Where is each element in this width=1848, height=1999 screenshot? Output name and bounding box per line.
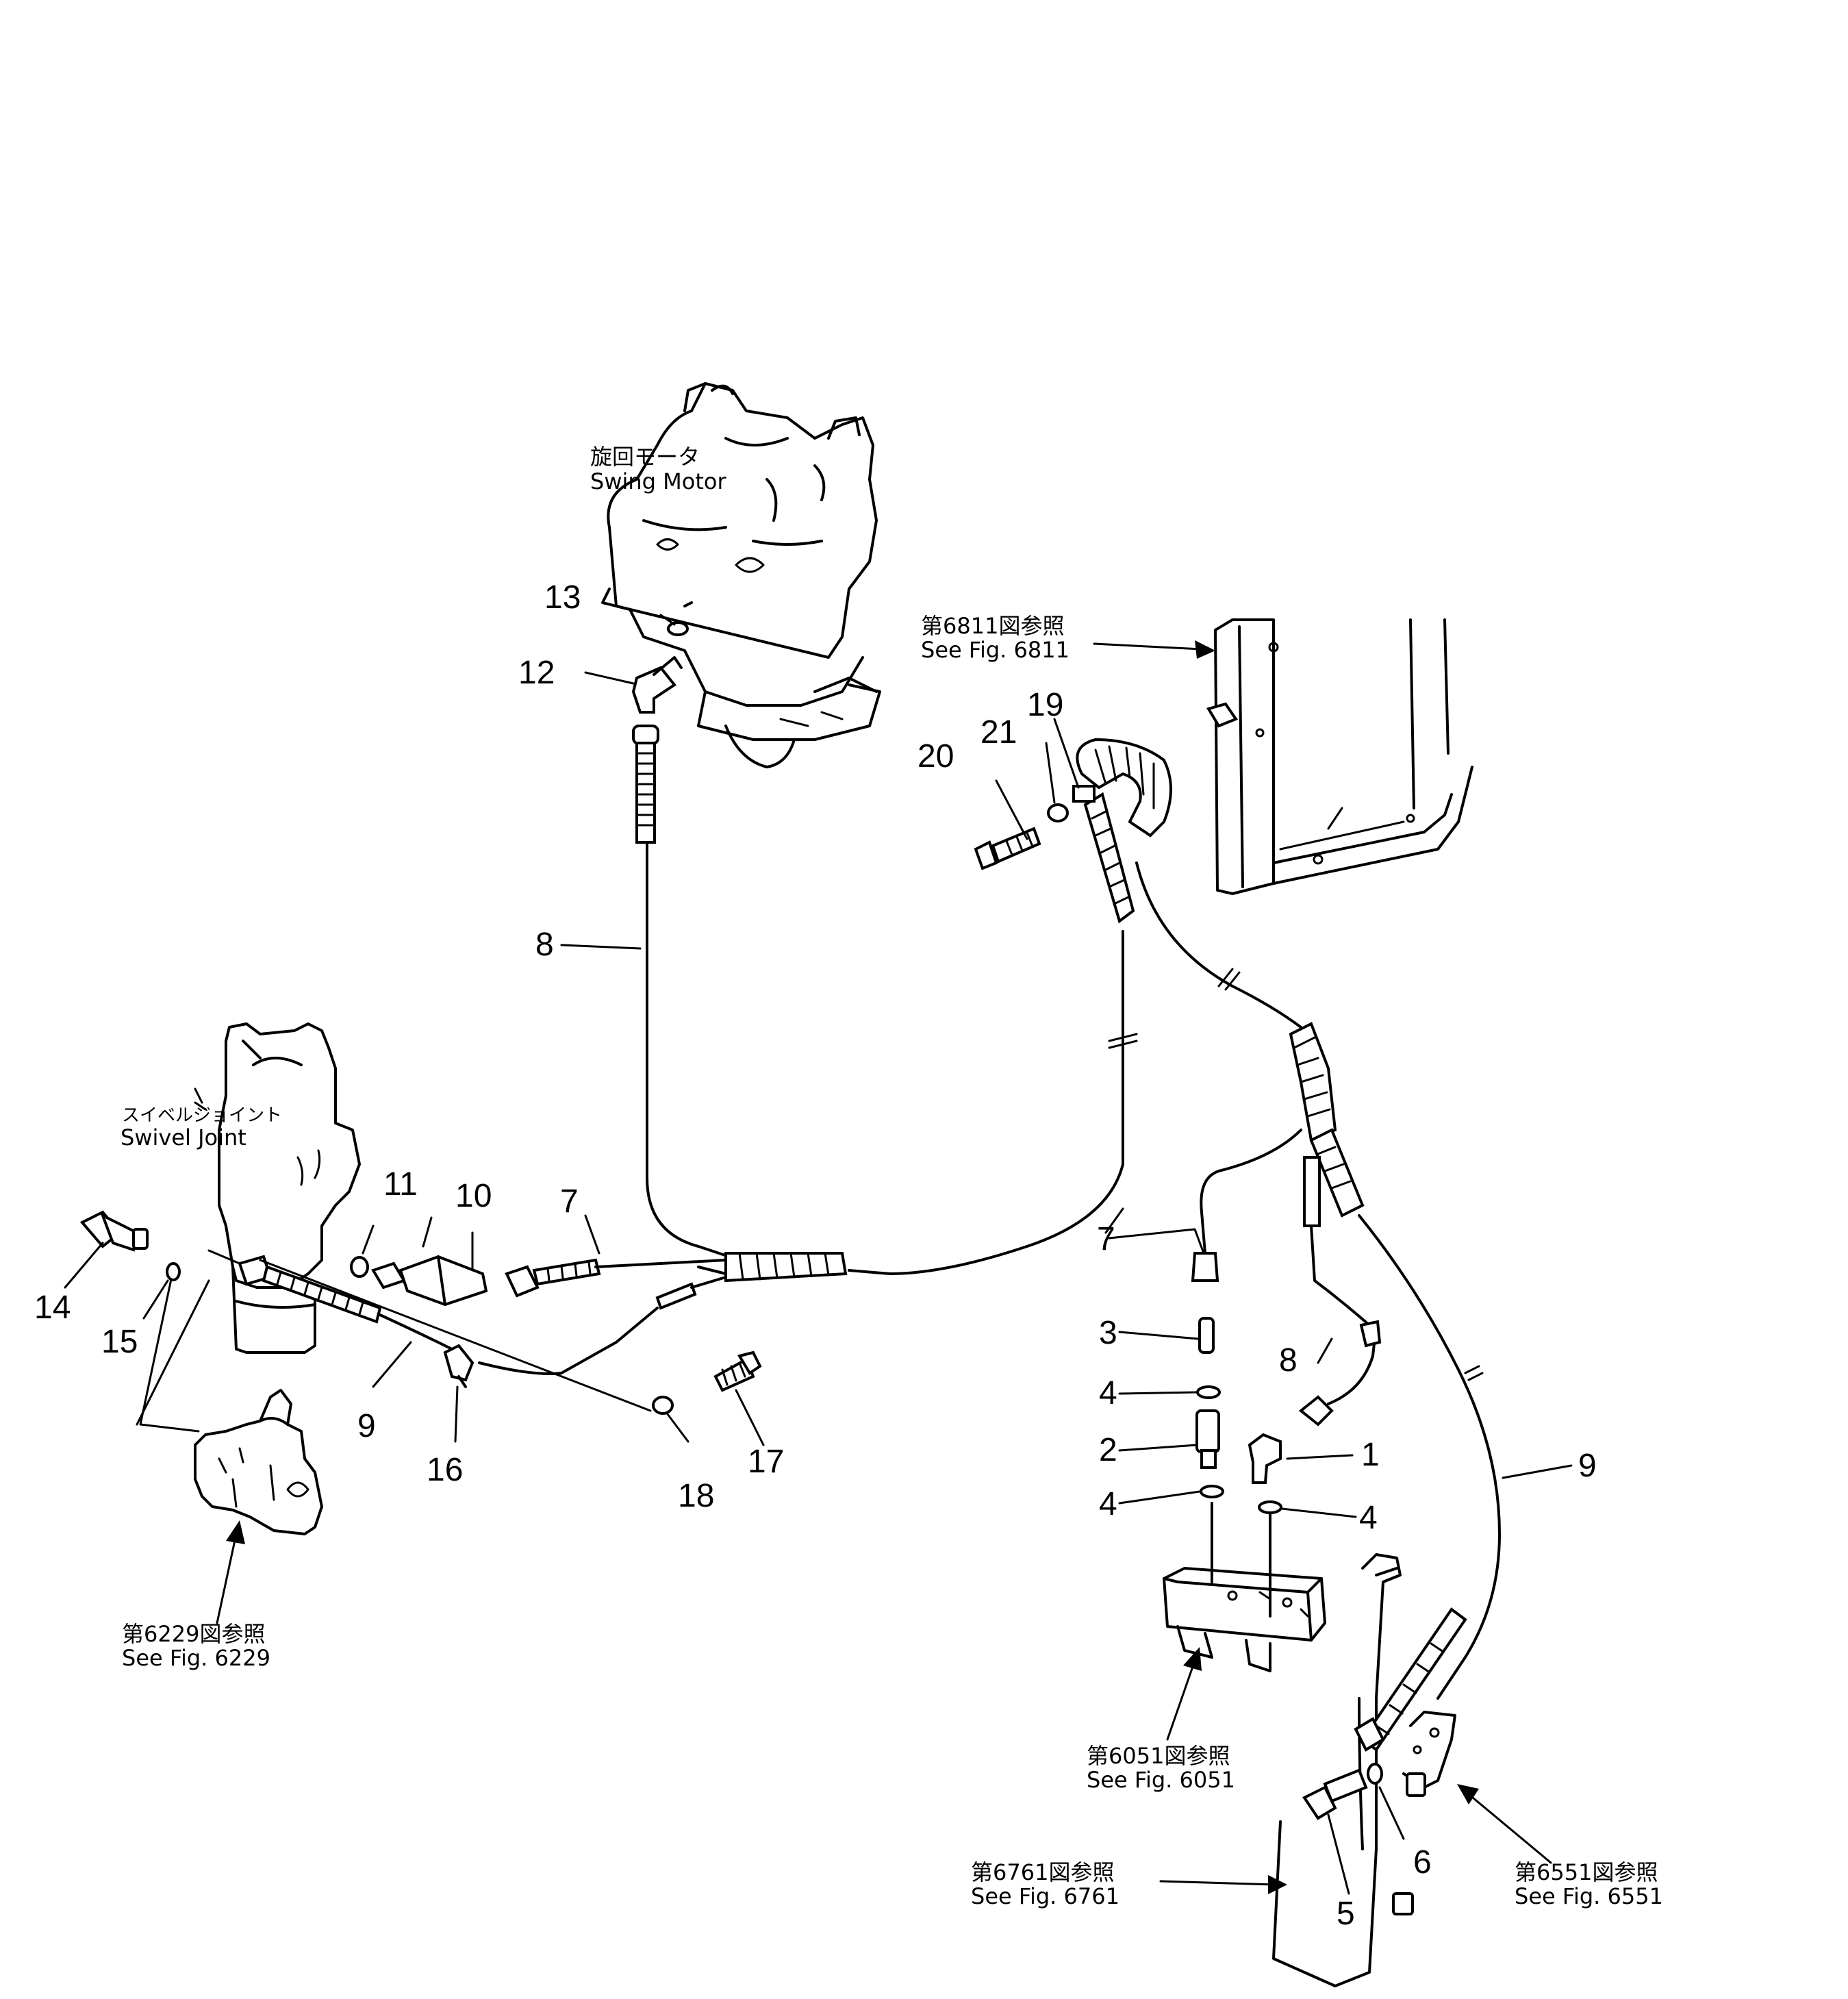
fitting-12 — [631, 656, 683, 714]
hose-7-end — [505, 1258, 601, 1298]
hose-9-right-end — [1354, 1607, 1467, 1752]
reference-arrows — [216, 640, 1552, 1894]
ref-6551-en: See Fig. 6551 — [1515, 1883, 1663, 1909]
callout-18: 18 — [678, 1478, 714, 1514]
callout-3: 3 — [1099, 1315, 1117, 1351]
elbow-10 — [371, 1255, 488, 1307]
ref-6051-en: See Fig. 6051 — [1087, 1767, 1235, 1793]
callout-17: 17 — [748, 1444, 784, 1480]
figure-references: 第6811図参照 See Fig. 6811 第6229図参照 See Fig.… — [122, 613, 1663, 1909]
callout-11: 11 — [383, 1166, 418, 1203]
callout-12: 12 — [518, 655, 555, 691]
block-6551 — [1402, 1711, 1456, 1797]
callout-15: 15 — [101, 1324, 138, 1360]
callout-7a: 7 — [560, 1183, 579, 1220]
leader-lines — [64, 614, 1573, 1895]
callout-10: 10 — [455, 1178, 492, 1214]
callout-9b: 9 — [1578, 1448, 1597, 1484]
switch-5 — [1302, 1768, 1368, 1820]
ref-6811-jp: 第6811図参照 — [921, 613, 1064, 639]
callout-20: 20 — [917, 738, 954, 775]
ref-6761-jp: 第6761図参照 — [971, 1859, 1114, 1885]
swing-motor-label-jp: 旋回モータ — [590, 444, 700, 470]
fitting-14 — [79, 1210, 149, 1252]
part-callouts: 1 2 3 4 4 4 5 6 7 7 8 8 9 9 10 11 12 13 … — [34, 579, 1597, 1932]
clamp-16 — [379, 1307, 659, 1388]
pump-6229 — [194, 1389, 323, 1535]
callout-19: 19 — [1027, 687, 1063, 723]
ref-6811-en: See Fig. 6811 — [921, 637, 1069, 663]
bracket-6811 — [1206, 618, 1473, 895]
ref-6761-en: See Fig. 6761 — [971, 1883, 1119, 1909]
hose-bundle-left — [655, 1252, 848, 1310]
hose-bundle-right — [1200, 1022, 1501, 1700]
callout-6: 6 — [1413, 1844, 1432, 1881]
swing-motor-drawing — [601, 382, 881, 768]
ref-6229-en: See Fig. 6229 — [122, 1645, 270, 1671]
callout-8b: 8 — [1279, 1342, 1298, 1379]
oring-11 — [350, 1256, 369, 1278]
callout-4c: 4 — [1359, 1500, 1378, 1536]
ref-6051-jp: 第6051図参照 — [1087, 1743, 1230, 1769]
callout-16: 16 — [427, 1452, 463, 1488]
swing-motor-label-en: Swing Motor — [590, 468, 726, 494]
bolt-17 — [713, 1350, 762, 1392]
callout-1: 1 — [1361, 1437, 1380, 1473]
hose-9-left-end — [207, 1249, 382, 1324]
callout-7b: 7 — [1097, 1221, 1115, 1257]
callout-5: 5 — [1337, 1896, 1355, 1932]
ref-6551-jp: 第6551図参照 — [1515, 1859, 1658, 1885]
callout-21: 21 — [980, 714, 1017, 751]
oring-6 — [1367, 1763, 1383, 1785]
oring-15 — [166, 1262, 181, 1281]
callout-9a: 9 — [357, 1408, 376, 1444]
bolt-20 — [974, 827, 1041, 870]
ref-6229-jp: 第6229図参照 — [122, 1621, 265, 1647]
valve-block-6051 — [1163, 1567, 1326, 1672]
callout-4b: 4 — [1099, 1486, 1117, 1522]
component-labels: 旋回モータ Swing Motor スイベルジョイント Swivel Joint — [121, 444, 726, 1151]
fitting-stack — [1191, 1252, 1382, 1514]
clamp-19 — [1072, 738, 1172, 924]
callout-2: 2 — [1099, 1432, 1117, 1468]
swivel-joint-label-jp: スイベルジョイント — [122, 1105, 282, 1126]
washer-21 — [1047, 803, 1069, 822]
swivel-joint-drawing — [194, 1022, 361, 1354]
callout-4a: 4 — [1099, 1375, 1117, 1411]
callout-14: 14 — [34, 1290, 71, 1326]
hose-8-end — [632, 725, 659, 844]
washer-18 — [652, 1396, 674, 1415]
callout-8a: 8 — [535, 927, 554, 963]
swivel-joint-label-en: Swivel Joint — [121, 1124, 246, 1151]
callout-13: 13 — [544, 579, 581, 616]
